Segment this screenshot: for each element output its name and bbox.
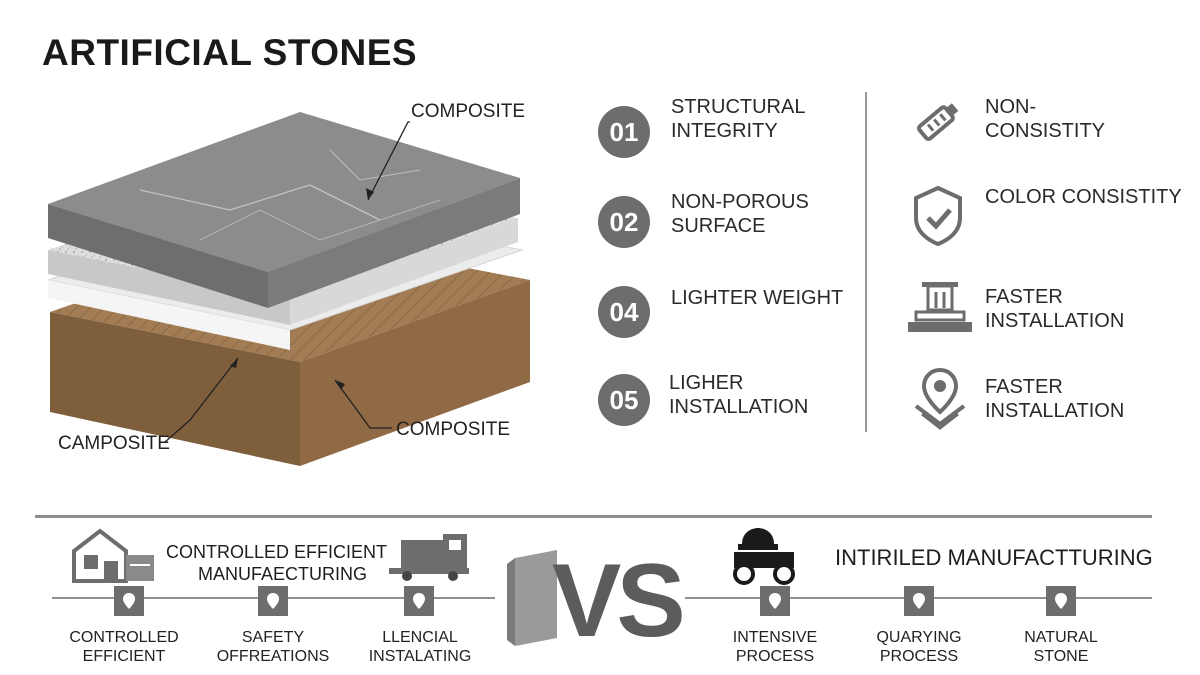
feature-02-line2: SURFACE bbox=[671, 215, 766, 237]
leader-line-right bbox=[334, 379, 392, 429]
feature-02-line1: NON-POROUS bbox=[671, 191, 809, 213]
icon-feature-1-line2: CONSISTITY bbox=[985, 120, 1106, 142]
left-step-2-text: SAFETY OFFREATIONS bbox=[203, 628, 343, 666]
tube-icon bbox=[917, 103, 959, 141]
right-step-3-line2: STONE bbox=[1033, 648, 1089, 665]
right-step-3-pin bbox=[1046, 586, 1076, 616]
left-step-1-line2: EFFICIENT bbox=[82, 648, 166, 665]
icon-feature-4-line2: INSTALLATION bbox=[985, 400, 1125, 422]
speckled-layer-right-face bbox=[290, 218, 518, 325]
right-step-1-line2: PROCESS bbox=[735, 648, 815, 665]
right-step-2-line2: PROCESS bbox=[879, 648, 959, 665]
stone-slab-right-face bbox=[268, 178, 520, 308]
pin-icon bbox=[123, 593, 135, 609]
feature-01-line1: STRUCTURAL bbox=[671, 96, 806, 118]
speckled-layer-left-face bbox=[48, 250, 290, 325]
page-title: ARTIFICIAL STONES bbox=[42, 32, 418, 73]
base-layer-left-face bbox=[50, 312, 300, 466]
left-step-2-line1: SAFETY bbox=[241, 629, 305, 646]
left-step-1-pin bbox=[114, 586, 144, 616]
column-divider bbox=[865, 92, 867, 432]
leader-line-top bbox=[367, 121, 410, 201]
right-step-3-text: NATURAL STONE bbox=[996, 628, 1126, 666]
feature-01-line2: INTEGRITY bbox=[671, 120, 778, 142]
installation-icon bbox=[908, 282, 972, 332]
icon-feature-2-text: COLOR CONSISTITY bbox=[985, 185, 1182, 209]
icon-feature-4-line1: FASTER bbox=[985, 376, 1063, 398]
left-heading-line1: CONTROLLED EFFICIENT bbox=[166, 542, 388, 562]
pin-icon bbox=[913, 593, 925, 609]
feature-02-text: NON-POROUS SURFACE bbox=[671, 190, 809, 238]
left-step-3-text: LLENCIAL INSTALATING bbox=[350, 628, 490, 666]
icon-feature-2-line1: COLOR CONSISTITY bbox=[985, 186, 1182, 208]
leader-line-left bbox=[164, 357, 239, 443]
left-step-1-line1: CONTROLLED bbox=[69, 629, 179, 646]
left-step-2-pin bbox=[258, 586, 288, 616]
pin-icon bbox=[1055, 593, 1067, 609]
stone-slab-top bbox=[48, 112, 520, 272]
stone-layers-diagram bbox=[46, 112, 530, 466]
right-step-1-line1: INTENSIVE bbox=[732, 629, 818, 646]
feature-number-01: 01 bbox=[598, 106, 650, 158]
feature-05-text: LIGHER INSTALLATION bbox=[669, 371, 808, 419]
shield-check-icon bbox=[914, 185, 962, 247]
left-step-2-line2: OFFREATIONS bbox=[216, 648, 330, 665]
left-step-3-pin bbox=[404, 586, 434, 616]
pin-icon bbox=[267, 593, 279, 609]
truck-icon bbox=[389, 534, 469, 581]
feature-04-line1: LIGHTER WEIGHT bbox=[671, 287, 844, 309]
label-composite-left: CAMPOSITE bbox=[58, 433, 170, 454]
vs-text: VS bbox=[552, 543, 686, 659]
factory-icon bbox=[72, 528, 154, 583]
pin-icon bbox=[769, 593, 781, 609]
right-step-2-pin bbox=[904, 586, 934, 616]
feature-number-04: 04 bbox=[598, 286, 650, 338]
right-step-1-text: INTENSIVE PROCESS bbox=[710, 628, 840, 666]
label-composite-right: COMPOSITE bbox=[396, 419, 511, 440]
icon-feature-3-line1: FASTER bbox=[985, 286, 1063, 308]
icon-feature-1-text: NON- CONSISTITY bbox=[985, 95, 1105, 143]
left-step-1-text: CONTROLLED EFFICIENT bbox=[59, 628, 189, 666]
base-layer-right-face bbox=[300, 280, 530, 466]
feature-05-line1: LIGHER bbox=[669, 372, 744, 394]
icon-feature-3-text: FASTER INSTALLATION bbox=[985, 285, 1124, 333]
stone-slab-icon bbox=[507, 550, 557, 646]
feature-01-text: STRUCTURAL INTEGRITY bbox=[671, 95, 805, 143]
feature-number-05: 05 bbox=[598, 374, 650, 426]
label-composite-top: COMPOSITE bbox=[411, 101, 526, 122]
stone-slab-left-face bbox=[48, 204, 268, 308]
right-step-2-line1: QUARYING bbox=[876, 629, 962, 646]
feature-05-line2: INSTALLATION bbox=[669, 396, 809, 418]
icon-feature-1-line1: NON- bbox=[985, 96, 1037, 118]
icon-feature-3-line2: INSTALLATION bbox=[985, 310, 1125, 332]
right-heading: INTIRILED MANUFACTTURING bbox=[835, 545, 1153, 570]
left-heading-line2: MANUFAECTURING bbox=[198, 564, 368, 584]
icon-feature-4-text: FASTER INSTALLATION bbox=[985, 375, 1124, 423]
right-step-1-pin bbox=[760, 586, 790, 616]
left-step-3-line1: LLENCIAL bbox=[382, 629, 458, 646]
left-step-3-line2: INSTALATING bbox=[368, 648, 472, 665]
tractor-icon bbox=[733, 528, 795, 585]
feature-number-02: 02 bbox=[598, 196, 650, 248]
left-heading: CONTROLLED EFFICIENT MANUFAECTURING bbox=[166, 541, 387, 585]
feature-04-text: LIGHTER WEIGHT bbox=[671, 286, 843, 310]
right-step-3-line1: NATURAL bbox=[1024, 629, 1098, 646]
right-step-2-text: QUARYING PROCESS bbox=[854, 628, 984, 666]
section-divider bbox=[35, 515, 1152, 518]
white-sheet-edge bbox=[48, 280, 290, 350]
location-pin-icon bbox=[914, 367, 966, 430]
pin-icon bbox=[413, 593, 425, 609]
